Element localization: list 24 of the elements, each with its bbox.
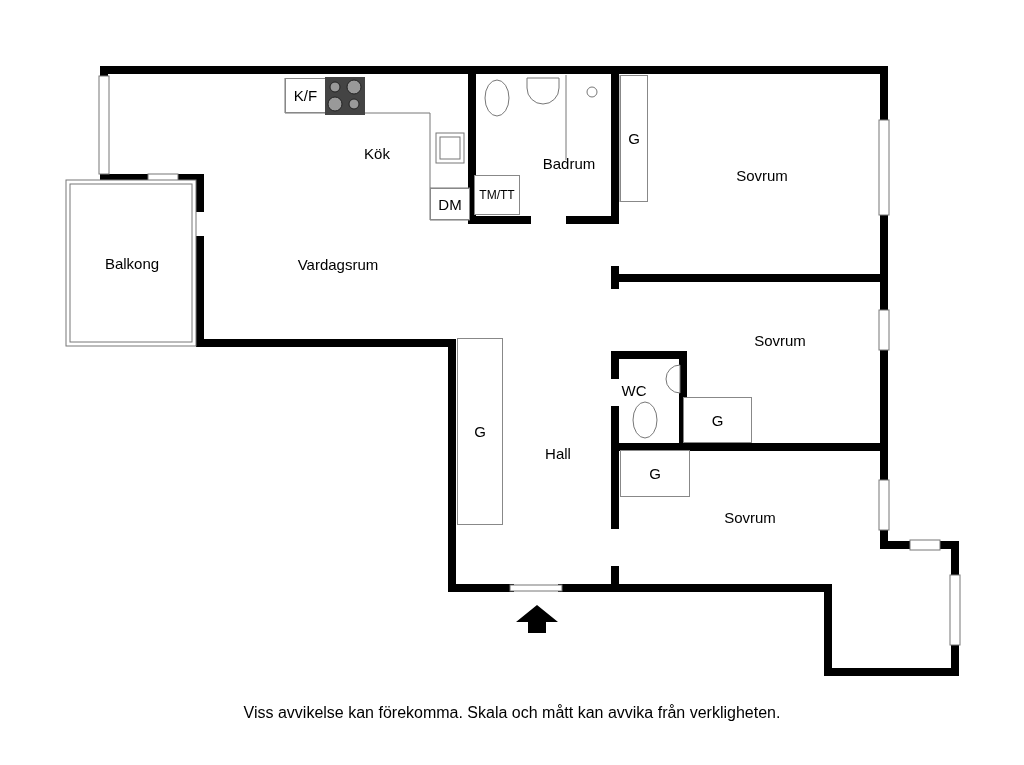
fixture-box [620, 450, 690, 497]
room-label: Vardagsrum [297, 255, 379, 273]
disclaimer-caption: Viss avvikelse kan förekomma. Skala och mått kan avvika från verkligheten. [242, 704, 782, 722]
fixture-label: DM [438, 195, 462, 213]
room-label: Hall [545, 444, 571, 462]
room-label: Sovrum [724, 508, 776, 526]
fixture-label: G [474, 423, 486, 440]
fixture-box [457, 338, 503, 525]
room-label: Sovrum [754, 331, 806, 349]
fixture-box [474, 175, 520, 215]
fixture-label: K/F [293, 87, 318, 104]
fixture-box [683, 397, 752, 443]
room-label: Balkong [104, 254, 160, 272]
fixture-box [620, 75, 648, 202]
fixture-label: G [649, 465, 661, 482]
fixture-label: G [711, 411, 724, 429]
fixture-box [430, 188, 470, 220]
room-label: Sovrum [736, 166, 788, 184]
fixture-box [285, 78, 325, 113]
fixture-label: TM/TT [479, 188, 515, 202]
room-label: WC [621, 381, 647, 399]
room-label: Kök [364, 144, 390, 162]
room-label: Badrum [542, 154, 596, 172]
fixture-label: G [628, 130, 640, 147]
